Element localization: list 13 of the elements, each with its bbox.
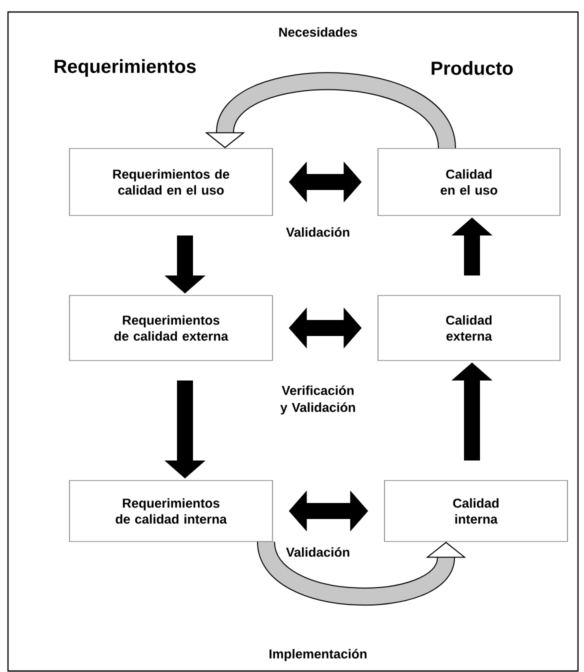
edge-label: Implementación	[270, 648, 366, 662]
text-box: Calidad interna	[384, 480, 568, 542]
edge-label: Validación	[286, 227, 350, 237]
edge-label: Validación	[286, 547, 350, 557]
edge-label: Verificación y Validación	[280, 385, 355, 415]
heading-label: Producto	[432, 61, 513, 75]
heading-label: Requerimientos	[54, 59, 196, 77]
text-box: Calidad externa	[378, 295, 560, 361]
text-box: Calidad en el uso	[378, 148, 560, 216]
text-box: Requerimientos de calidad interna	[69, 480, 273, 542]
text-box: Requerimientos de calidad en el uso	[69, 148, 273, 216]
edge-label: Necesidades	[279, 27, 358, 37]
text-box: Requerimientos de calidad externa	[69, 295, 273, 361]
